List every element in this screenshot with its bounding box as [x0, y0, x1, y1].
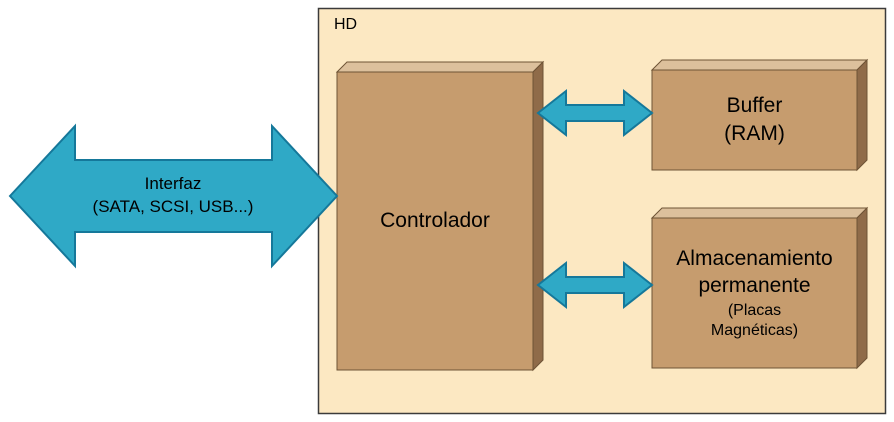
interfaz-double-arrow-icon [8, 123, 339, 269]
controlador-box-side-face [532, 60, 544, 372]
storage-box-front-face [651, 217, 858, 369]
controlador-box-front-face [336, 71, 534, 371]
buffer-box-front-face [651, 69, 858, 171]
controlador-buffer-arrow-icon [536, 88, 654, 138]
buffer-box-top-face [650, 59, 869, 71]
controlador-box-top-face [335, 61, 545, 73]
storage-box-side-face [856, 206, 868, 370]
storage-box-top-face [650, 207, 869, 219]
buffer-box-side-face [856, 58, 868, 172]
controlador-storage-arrow-icon [536, 260, 654, 310]
